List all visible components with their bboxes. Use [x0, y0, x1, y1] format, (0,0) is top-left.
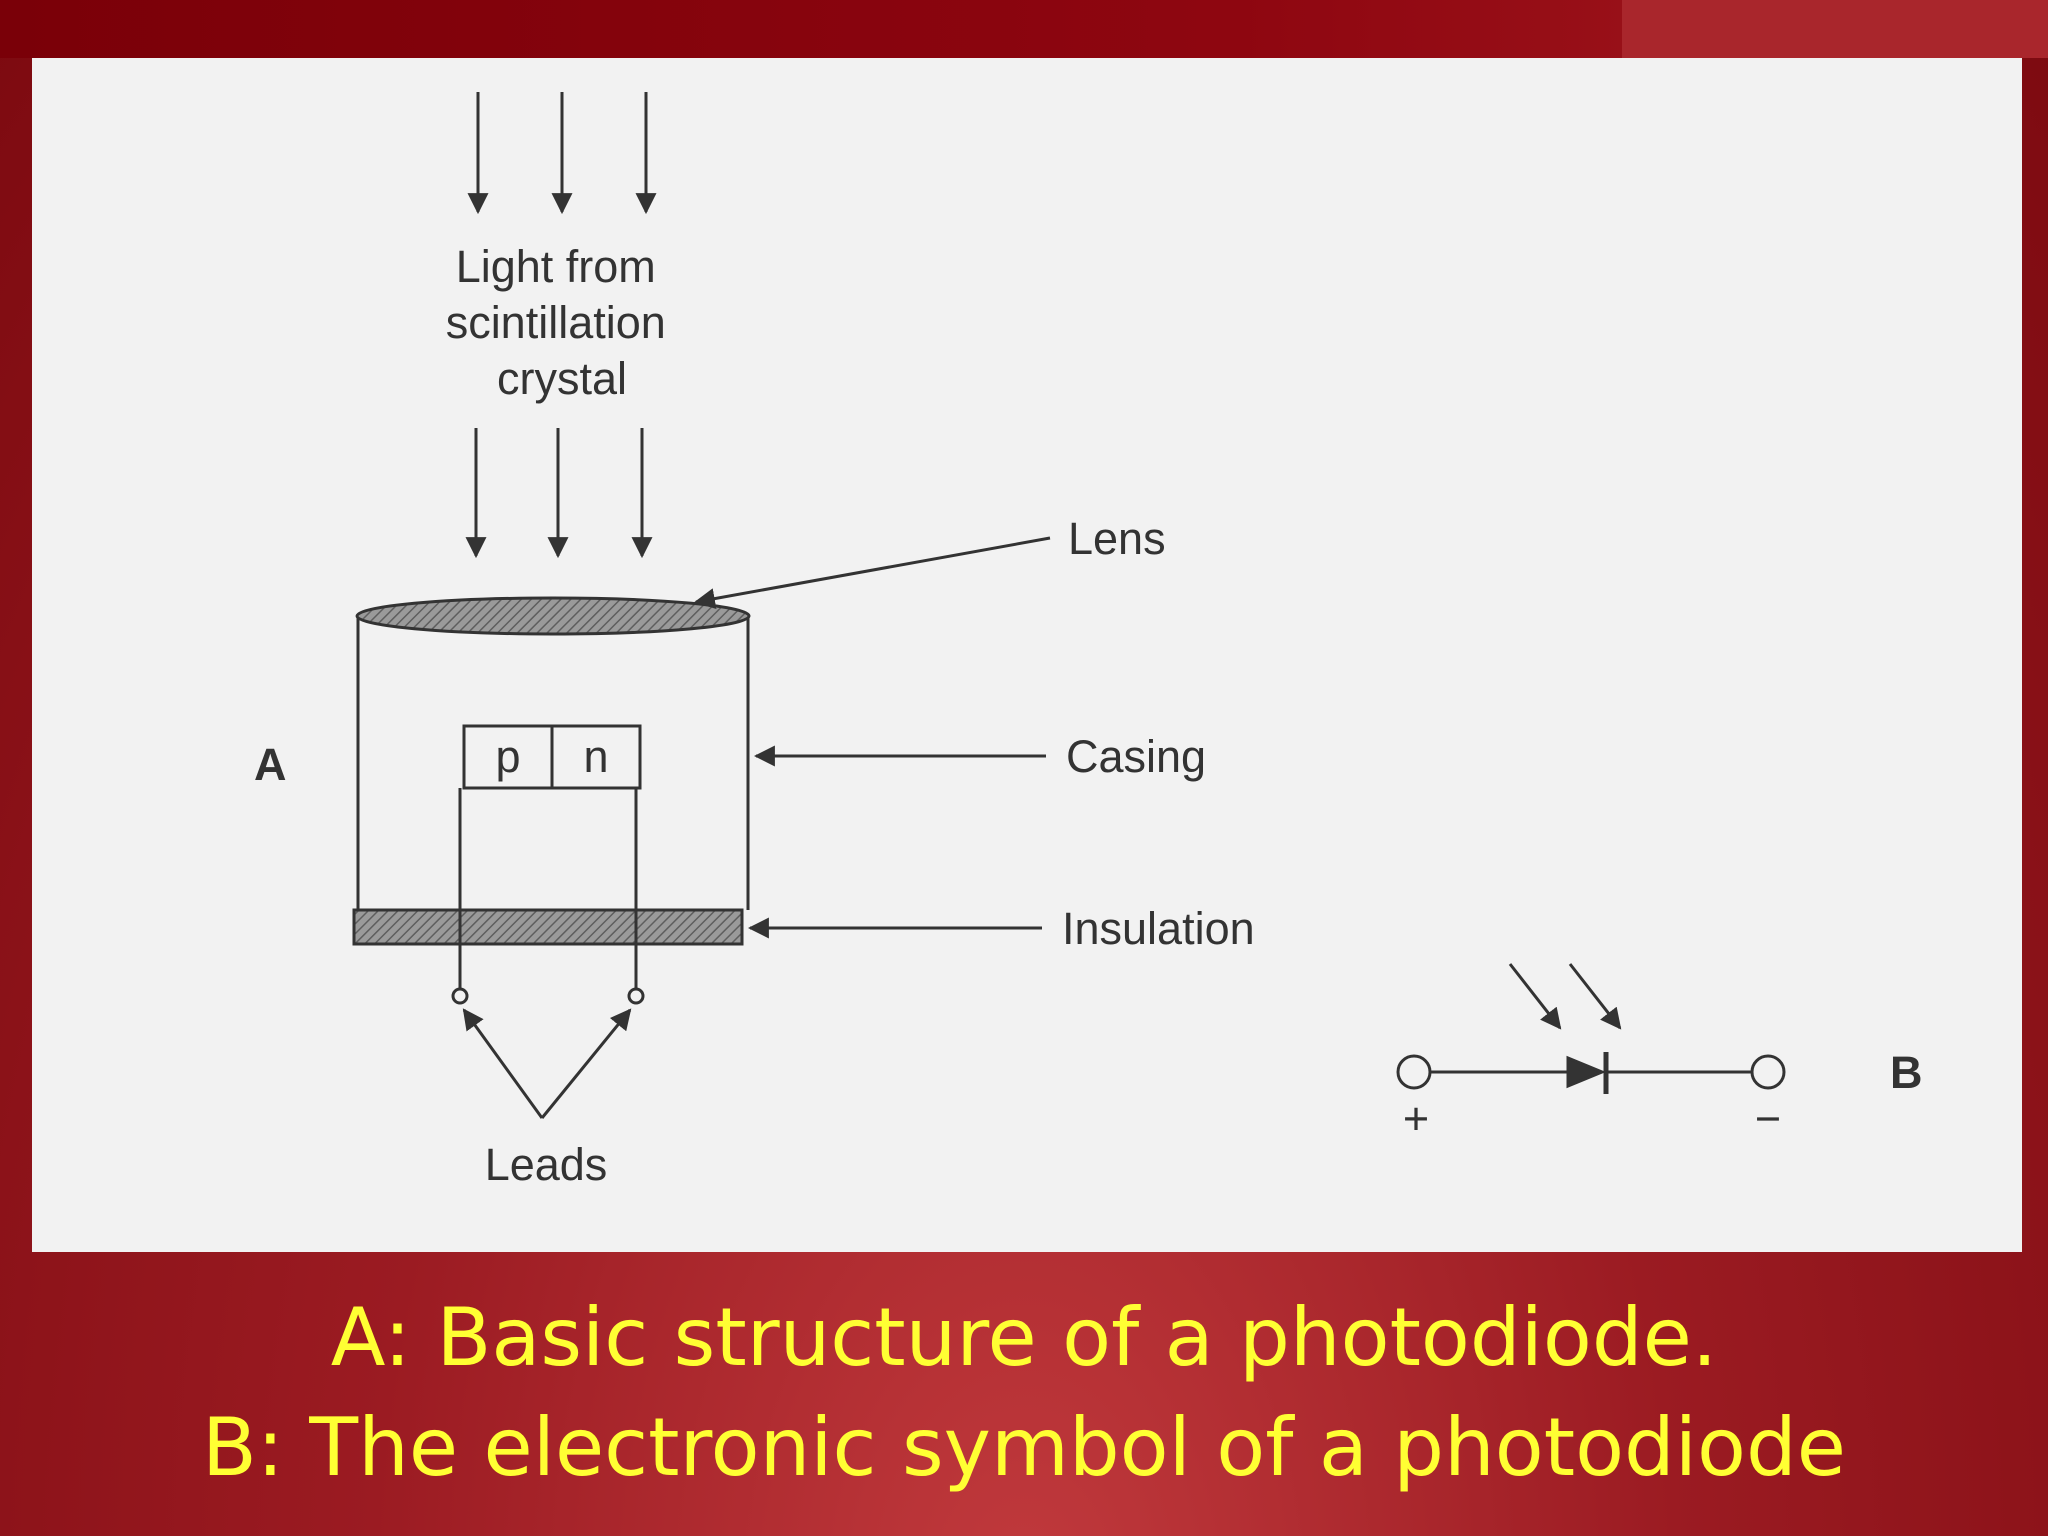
lens	[355, 596, 751, 636]
leads-label: Leads	[485, 1139, 608, 1190]
photodiode-diagram: Light from scintillation crystal p n	[254, 92, 1923, 1190]
caption-line-1: A: Basic structure of a photodiode.	[330, 1291, 1718, 1384]
positive-terminal-label: +	[1403, 1093, 1429, 1144]
diagram-panel: Light from scintillation crystal p n	[32, 58, 2022, 1252]
photodiode-symbol	[1396, 963, 1786, 1094]
leads-wires	[451, 788, 645, 1119]
component-pointers	[693, 536, 1051, 939]
slide-corner-tab	[1622, 0, 2048, 58]
p-region-label: p	[495, 731, 520, 782]
label-a: A	[254, 739, 287, 790]
light-source-label: Light from scintillation crystal	[446, 241, 679, 404]
insulation-layer	[352, 908, 744, 946]
lens-label: Lens	[1068, 513, 1166, 564]
casing-label: Casing	[1066, 731, 1206, 782]
insulation-label: Insulation	[1062, 903, 1255, 954]
label-b: B	[1890, 1047, 1923, 1098]
n-region-label: n	[583, 731, 608, 782]
negative-terminal-label: −	[1755, 1093, 1781, 1144]
caption-line-2: B: The electronic symbol of a photodiode	[202, 1401, 1846, 1494]
incoming-light-arrows-top	[467, 92, 657, 215]
pn-junction	[462, 724, 642, 790]
photodiode-casing	[356, 616, 750, 910]
incoming-light-arrows-bottom	[465, 428, 653, 559]
